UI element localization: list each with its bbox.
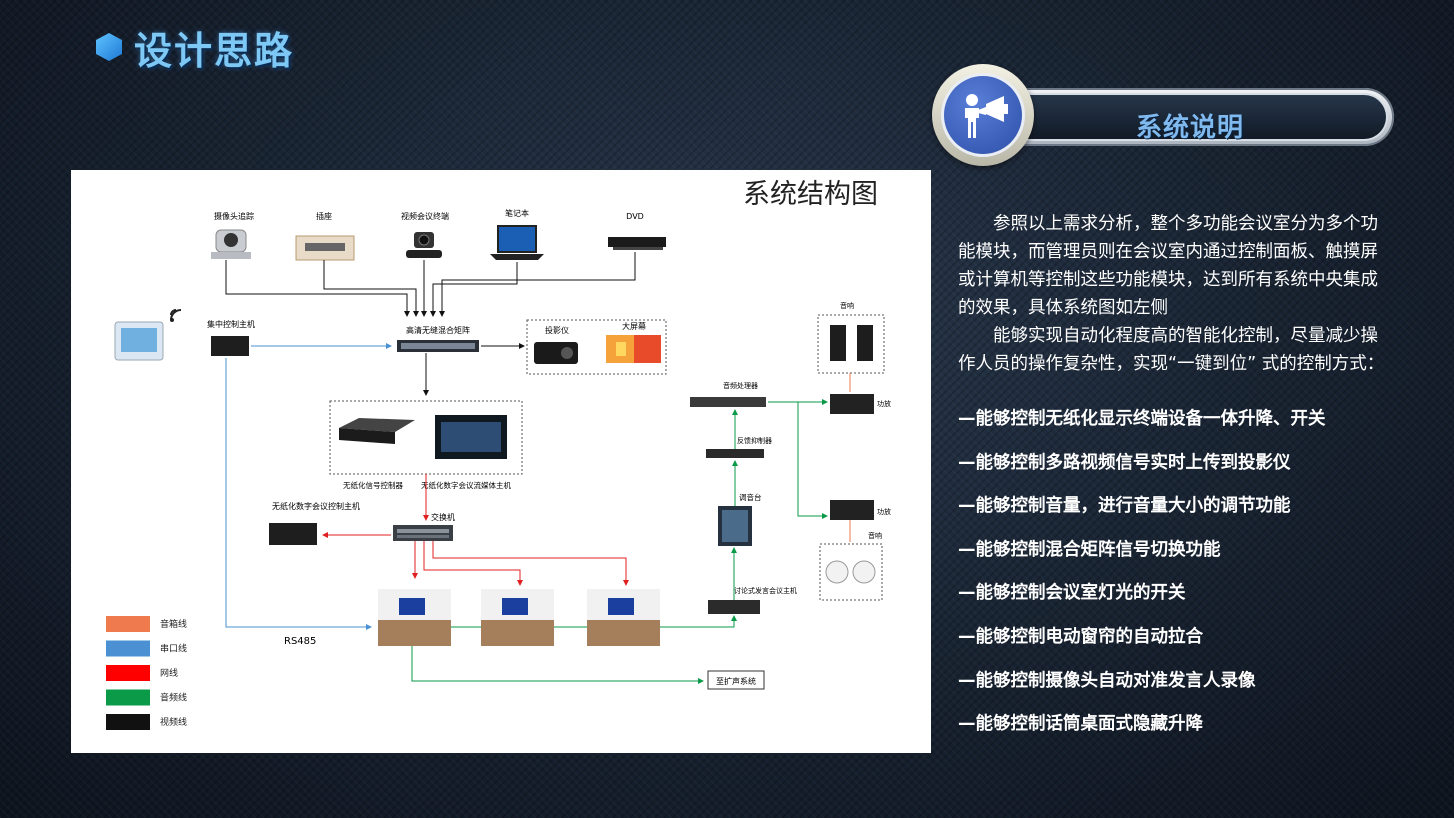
description-block: 参照以上需求分析，整个多功能会议室分为多个功能模块，而管理员则在会议室内通过控制… xyxy=(958,210,1388,378)
legend-label: 网线 xyxy=(160,667,178,679)
feature-item: —能够控制会议室灯光的开关 xyxy=(958,583,1186,604)
banner-badge xyxy=(932,64,1034,166)
speaker-left-device xyxy=(830,325,846,361)
feature-item: —能够控制无纸化显示终端设备一体升降、开关 xyxy=(958,409,1326,429)
label-projector: 投影仪 xyxy=(545,325,569,335)
label-mixer: 调音台 xyxy=(739,492,762,502)
legend-swatch xyxy=(106,714,150,730)
page-title: 设计思路 xyxy=(134,28,295,73)
label-paperless-host: 无纸化数字会议控制主机 xyxy=(272,501,360,511)
conference-terminal-2 xyxy=(481,589,554,646)
feature-item: —能够控制多路视频信号实时上传到投影仪 xyxy=(958,452,1291,473)
legend-label: 音频线 xyxy=(160,692,187,704)
touch-panel-device xyxy=(114,321,164,361)
label-dvd: DVD xyxy=(626,212,644,221)
legend-label: 视频线 xyxy=(160,716,187,728)
presenter-megaphone-icon xyxy=(965,94,1008,138)
matrix-device xyxy=(397,340,479,352)
wifi-icon xyxy=(170,309,182,322)
system-explanation-banner: 系统说明 xyxy=(930,64,1400,170)
big-screen-device xyxy=(606,335,661,363)
speaker-right-device xyxy=(857,325,873,361)
diagram-title: 系统结构图 xyxy=(743,179,878,210)
camera-device xyxy=(211,229,251,259)
label-speaker-top: 音响 xyxy=(840,301,854,310)
feature-item: —能够控制话筒桌面式隐藏升降 xyxy=(958,714,1203,735)
socket-device xyxy=(295,235,355,261)
feature-item: —能够控制音量，进行音量大小的调节功能 xyxy=(958,496,1291,517)
legend-swatch xyxy=(106,689,150,706)
label-socket: 插座 xyxy=(316,211,332,221)
laptop-device xyxy=(490,225,544,260)
paperless-signal-device xyxy=(339,418,415,444)
diagram-canvas: 系统结构图 摄像头追踪 插座 视频会议终端 笔记本 DVD xyxy=(106,179,891,730)
conference-terminal-3 xyxy=(587,589,660,646)
label-camera: 摄像头追踪 xyxy=(214,211,254,221)
feature-item: —能够控制电动窗帘的自动拉合 xyxy=(958,626,1203,647)
legend-swatch xyxy=(106,616,150,632)
banner-title: 系统说明 xyxy=(1136,113,1245,143)
paperless-host-device xyxy=(269,523,317,545)
mixer-device xyxy=(718,506,752,546)
label-amp1: 功放 xyxy=(877,399,891,408)
label-paperless-stream: 无纸化数字会议流媒体主机 xyxy=(421,480,511,490)
dvd-device xyxy=(608,237,666,250)
label-big-screen: 大屏幕 xyxy=(622,321,646,331)
label-feedback-suppressor: 反馈抑制器 xyxy=(737,436,772,445)
projector-device xyxy=(534,342,578,364)
central-control-device xyxy=(211,336,249,356)
paperless-stream-device xyxy=(435,415,507,459)
conference-terminal-1 xyxy=(378,589,451,646)
legend-swatch xyxy=(106,640,150,657)
system-structure-diagram: 系统结构图 摄像头追踪 插座 视频会议终端 笔记本 DVD xyxy=(71,170,931,753)
legend-label: 串口线 xyxy=(160,643,187,655)
label-paperless-signal: 无纸化信号控制器 xyxy=(343,480,403,490)
legend-label: 音箱线 xyxy=(160,618,187,630)
label-pa-system: 至扩声系统 xyxy=(716,676,756,686)
feedback-suppressor-device xyxy=(706,449,764,458)
label-laptop: 笔记本 xyxy=(505,208,529,218)
video-terminal-device xyxy=(406,232,442,258)
label-rs485: RS485 xyxy=(284,636,316,647)
label-speaker-bottom: 音响 xyxy=(868,531,882,540)
amp1-device xyxy=(830,394,874,414)
speaker-top-group xyxy=(817,314,885,374)
discussion-host-device xyxy=(708,600,760,614)
label-switch: 交换机 xyxy=(431,512,455,522)
page-title-group: 设计思路 xyxy=(96,24,294,73)
description-paragraph-1: 参照以上需求分析，整个多功能会议室分为多个功能模块，而管理员则在会议室内通过控制… xyxy=(958,214,1378,318)
feature-item: —能够控制混合矩阵信号切换功能 xyxy=(958,539,1221,560)
switch-device xyxy=(393,525,453,541)
label-video-terminal: 视频会议终端 xyxy=(401,211,449,221)
label-audio-processor: 音频处理器 xyxy=(723,381,758,390)
feature-item: —能够控制摄像头自动对准发言人录像 xyxy=(958,670,1256,691)
label-central-control: 集中控制主机 xyxy=(207,319,255,329)
amp2-device xyxy=(830,500,874,520)
ceiling-speaker-left xyxy=(825,560,849,584)
legend-swatch xyxy=(106,665,150,681)
label-matrix: 高清无缝混合矩阵 xyxy=(406,325,470,335)
audio-processor-device xyxy=(690,397,766,407)
banner-pill: 系统说明 xyxy=(990,88,1394,146)
pa-system-box xyxy=(707,670,765,690)
feature-list: —能够控制无纸化显示终端设备一体升降、开关 —能够控制多路视频信号实时上传到投影… xyxy=(958,405,1438,754)
label-discussion-host: 讨论式发言会议主机 xyxy=(734,586,797,595)
display-group xyxy=(526,319,667,375)
hexagon-icon xyxy=(96,33,122,61)
speaker-bottom-group xyxy=(819,543,883,601)
description-paragraph-2: 能够实现自动化程度高的智能化控制，尽量减少操作人员的操作复杂性，实现“一键到位”… xyxy=(958,326,1385,374)
label-amp2: 功放 xyxy=(877,507,891,516)
ceiling-speaker-right xyxy=(852,560,876,584)
